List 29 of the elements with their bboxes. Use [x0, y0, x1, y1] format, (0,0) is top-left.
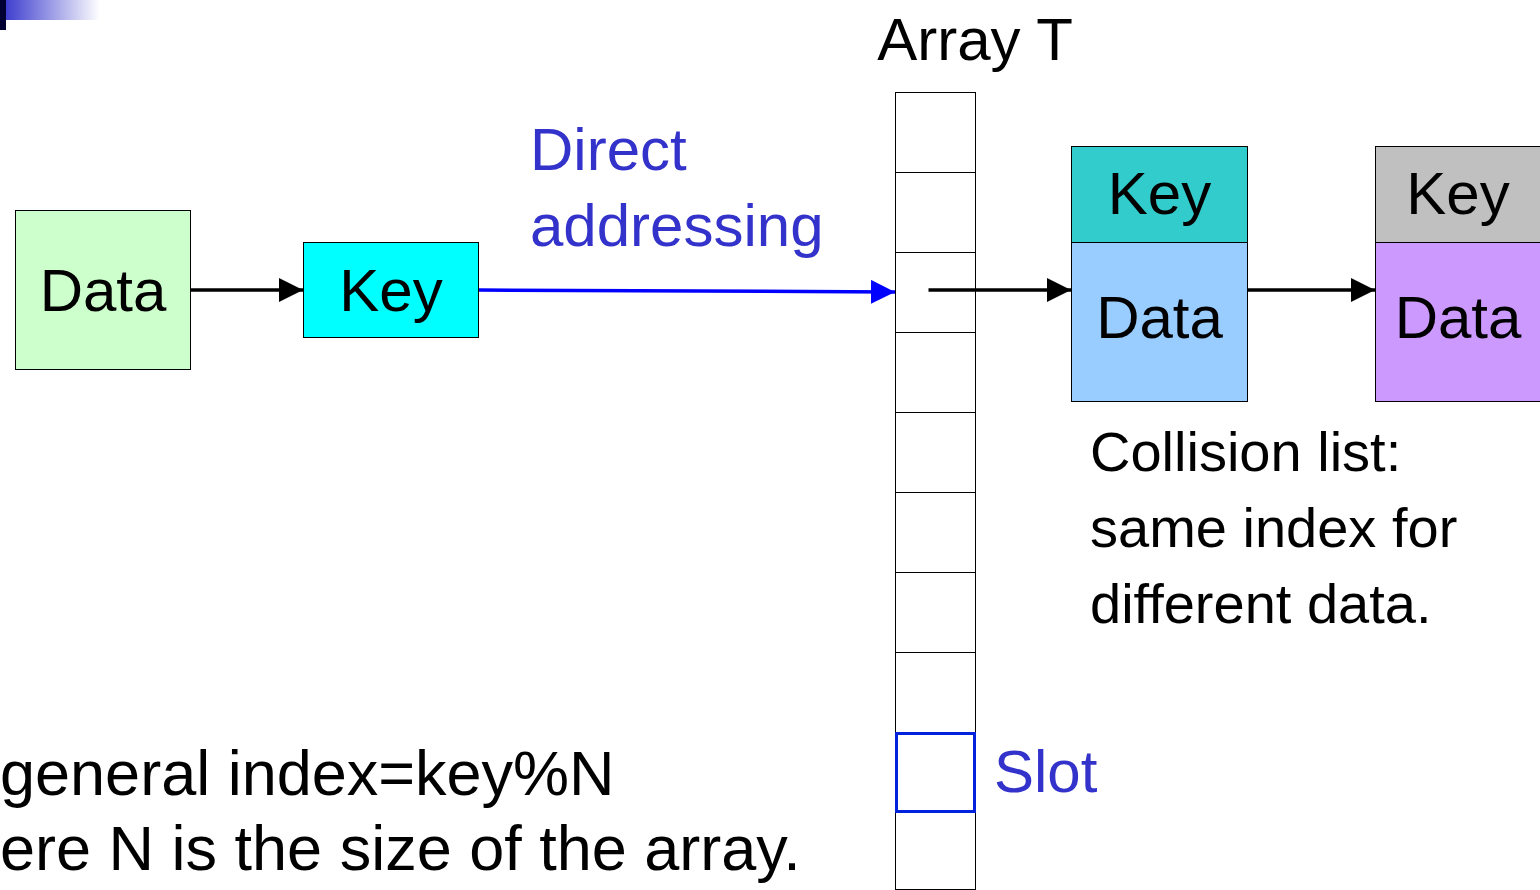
- array-cell: [895, 332, 976, 413]
- arrow: [1248, 278, 1375, 302]
- array-cell: [895, 572, 976, 653]
- key-text: Key: [1406, 159, 1510, 228]
- formula-note: general index=key%N: [0, 737, 616, 810]
- arrow: [479, 279, 895, 304]
- arrow: [928, 278, 1071, 302]
- edge-label: Direct addressing: [530, 115, 825, 261]
- list-node: [1071, 146, 1248, 402]
- data-text: Data: [39, 255, 167, 325]
- array-title: Array T: [877, 5, 1073, 74]
- list-node: [1375, 146, 1540, 402]
- formula-note: ere N is the size of the array.: [0, 812, 802, 885]
- array-cell: [895, 652, 976, 733]
- key-text: Key: [1107, 159, 1212, 228]
- arrow: [191, 278, 303, 302]
- key-text: Key: [339, 255, 443, 325]
- array-cell: [895, 172, 976, 253]
- collision-note: Collision list: same index for different data.: [1090, 419, 1459, 637]
- array-cell: [895, 252, 976, 333]
- data-box: [15, 210, 191, 370]
- array-cell: [895, 492, 976, 573]
- slot-label: Slot: [994, 737, 1098, 806]
- array-cell: [895, 412, 976, 493]
- data-text: Data: [1394, 283, 1522, 352]
- array-cell: [895, 812, 976, 890]
- key-box: [303, 242, 479, 338]
- data-text: Data: [1096, 283, 1223, 352]
- array-cell: [895, 92, 976, 173]
